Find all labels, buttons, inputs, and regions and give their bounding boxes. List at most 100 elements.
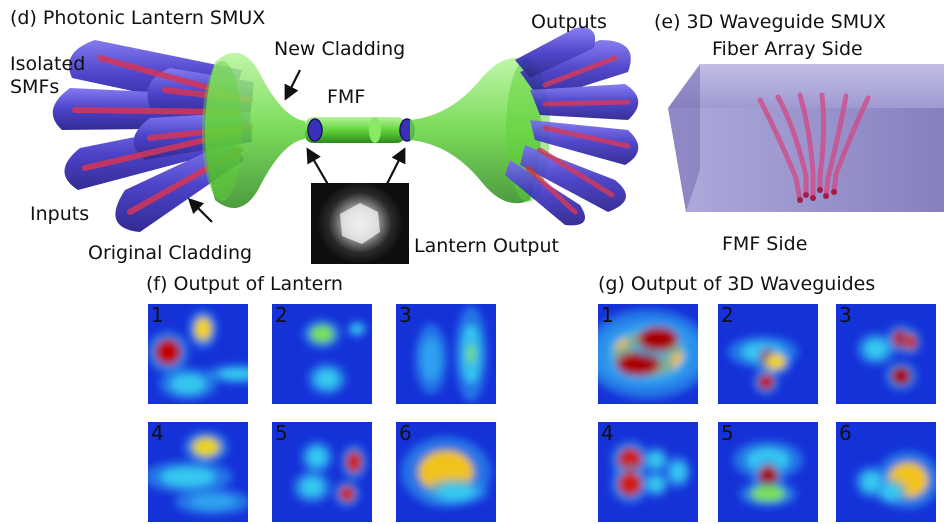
waveguide-end	[803, 192, 809, 198]
left-cladding-taper	[205, 52, 305, 208]
mode-number: 6	[399, 422, 412, 445]
output-core	[525, 165, 578, 215]
new-cladding-arrow	[284, 69, 301, 101]
output-fiber-bundle	[505, 27, 639, 226]
intensity-blob	[218, 368, 248, 380]
mode-profile-tile: 4	[148, 422, 248, 522]
mode-number: 2	[721, 304, 734, 327]
mode-profile-tile: 1	[148, 304, 248, 404]
intensity-blob	[189, 494, 237, 510]
mode-profile-tile: 3	[396, 304, 496, 404]
mode-number: 1	[151, 304, 164, 327]
original-cladding-label: Original Cladding	[88, 242, 253, 264]
intensity-blob	[310, 325, 334, 343]
lantern-output-arrow-left	[306, 147, 331, 189]
mode-profile-heatmap	[598, 304, 698, 404]
intensity-blob	[467, 344, 475, 364]
lantern-output-arrow-right	[384, 147, 406, 189]
mode-profile-heatmap	[272, 304, 372, 404]
isolated-label: Isolated	[10, 53, 86, 75]
intensity-blob	[766, 354, 786, 370]
waveguide	[797, 92, 816, 201]
intensity-blob	[315, 369, 339, 389]
intensity-blob	[307, 447, 327, 467]
lantern-output-image	[311, 183, 409, 264]
intensity-blob	[648, 452, 664, 468]
output-core	[542, 55, 618, 88]
waveguide	[775, 94, 809, 198]
intensity-blob	[192, 437, 220, 457]
mode-number: 5	[275, 422, 288, 445]
intensity-blob	[300, 477, 324, 497]
waveguide-end	[823, 193, 829, 199]
intensity-blob	[758, 374, 774, 390]
waveguide-end	[797, 197, 803, 203]
mode-profile-tile: 5	[718, 422, 818, 522]
smfs-label: SMFs	[10, 76, 60, 98]
mode-profile-tile: 4	[598, 422, 698, 522]
mode-number: 6	[839, 422, 852, 445]
waveguide	[823, 93, 849, 199]
intensity-blob	[421, 337, 441, 381]
mode-profile-tile: 3	[836, 304, 936, 404]
mode-number: 4	[151, 422, 164, 445]
panel-d-title: (d) Photonic Lantern SMUX	[10, 7, 266, 29]
waveguide-end	[831, 189, 837, 195]
intensity-blob	[648, 476, 664, 492]
intensity-blob	[160, 467, 216, 487]
mode-profile-heatmap	[836, 304, 936, 404]
waveguide	[757, 97, 803, 203]
mode-profile-tile: 6	[396, 422, 496, 522]
mode-number: 5	[721, 422, 734, 445]
fmf-label: FMF	[327, 86, 366, 108]
mode-profile-heatmap	[598, 422, 698, 522]
intensity-blob	[670, 462, 686, 482]
intensity-blob	[905, 334, 917, 350]
chip-side-face	[668, 64, 700, 212]
intensity-blob	[616, 352, 660, 376]
intensity-blob	[155, 339, 181, 365]
mode-profile-tile: 5	[272, 422, 372, 522]
output-fiber	[505, 160, 585, 226]
output-fiber	[520, 145, 626, 212]
inputs-label: Inputs	[30, 203, 90, 225]
intensity-blob	[194, 317, 212, 341]
intensity-blob	[881, 484, 901, 500]
intensity-blob	[351, 324, 363, 334]
mode-profile-heatmap	[718, 422, 818, 522]
left-cladding-rim	[202, 61, 242, 201]
mode-number: 4	[601, 422, 614, 445]
intensity-blob	[339, 486, 355, 502]
intensity-blob	[346, 451, 362, 473]
mode-profile-heatmap	[718, 304, 818, 404]
fmf-left-core	[307, 118, 323, 142]
mode-profile-heatmap	[148, 422, 248, 522]
mode-number: 1	[601, 304, 614, 327]
mode-number: 3	[839, 304, 852, 327]
waveguide-end	[810, 195, 816, 201]
waveguide-chip	[668, 64, 944, 212]
mode-profile-heatmap	[396, 304, 496, 404]
mode-profile-heatmap	[836, 422, 936, 522]
intensity-blob	[436, 484, 476, 500]
intensity-blob	[170, 374, 206, 394]
fiber-array-side-label: Fiber Array Side	[712, 38, 863, 60]
fmf-side-label: FMF Side	[722, 233, 808, 255]
outputs-label: Outputs	[531, 11, 607, 33]
original-cladding-arrow	[187, 197, 213, 223]
mode-profile-tile: 6	[836, 422, 936, 522]
panel-g-title: (g) Output of 3D Waveguides	[598, 273, 876, 295]
intensity-blob	[618, 472, 642, 496]
intensity-blob	[891, 367, 911, 385]
panel-e-title: (e) 3D Waveguide SMUX	[654, 11, 887, 33]
mode-number: 3	[399, 304, 412, 327]
mode-number: 2	[275, 304, 288, 327]
chip-front-face	[668, 108, 944, 212]
output-core	[537, 147, 615, 198]
chip-top-face	[668, 64, 944, 108]
panel-f-title: (f) Output of Lantern	[146, 273, 343, 295]
intensity-blob	[638, 327, 678, 351]
fmf-joint	[369, 117, 381, 143]
mode-profile-tile: 2	[718, 304, 818, 404]
